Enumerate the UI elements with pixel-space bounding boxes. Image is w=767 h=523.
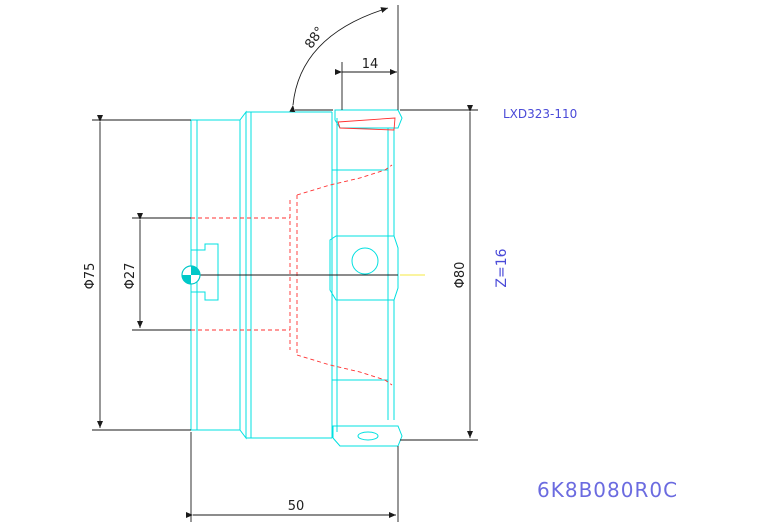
length-label: 50	[288, 499, 305, 514]
body-diameter-dimension: Φ75	[83, 115, 191, 431]
insert-width-dimension: 14	[335, 57, 397, 110]
insert-code-label: LXD323-110	[503, 107, 577, 121]
outer-diameter-label: Φ80	[453, 262, 468, 289]
cutter-body-outline	[190, 109, 403, 447]
part-number-label: 6K8B080R0C	[537, 478, 678, 502]
angle-dimension: 88°	[289, 5, 399, 113]
body-diameter-label: Φ75	[83, 263, 98, 290]
bore-diameter-dimension: Φ27	[123, 213, 191, 331]
teeth-count-label: Z=16	[494, 248, 510, 287]
bore-diameter-label: Φ27	[123, 263, 138, 290]
angle-label: 88°	[302, 24, 328, 51]
outer-diameter-dimension: Φ80	[400, 105, 478, 441]
length-dimension: 50	[186, 432, 399, 522]
hidden-lines	[191, 117, 396, 386]
datum-symbol-icon	[181, 265, 201, 285]
insert-width-label: 14	[362, 57, 379, 72]
